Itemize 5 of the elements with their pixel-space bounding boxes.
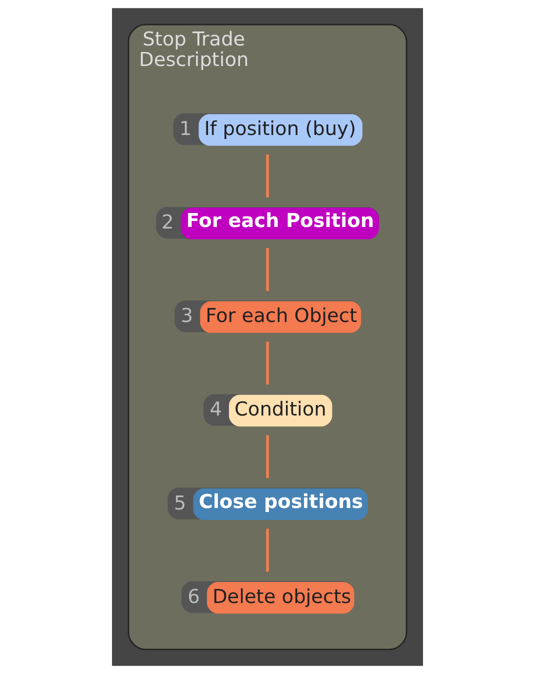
connector bbox=[266, 435, 268, 478]
connector bbox=[266, 248, 268, 291]
connector bbox=[266, 342, 268, 385]
connector bbox=[266, 528, 268, 572]
connector bbox=[266, 154, 268, 198]
